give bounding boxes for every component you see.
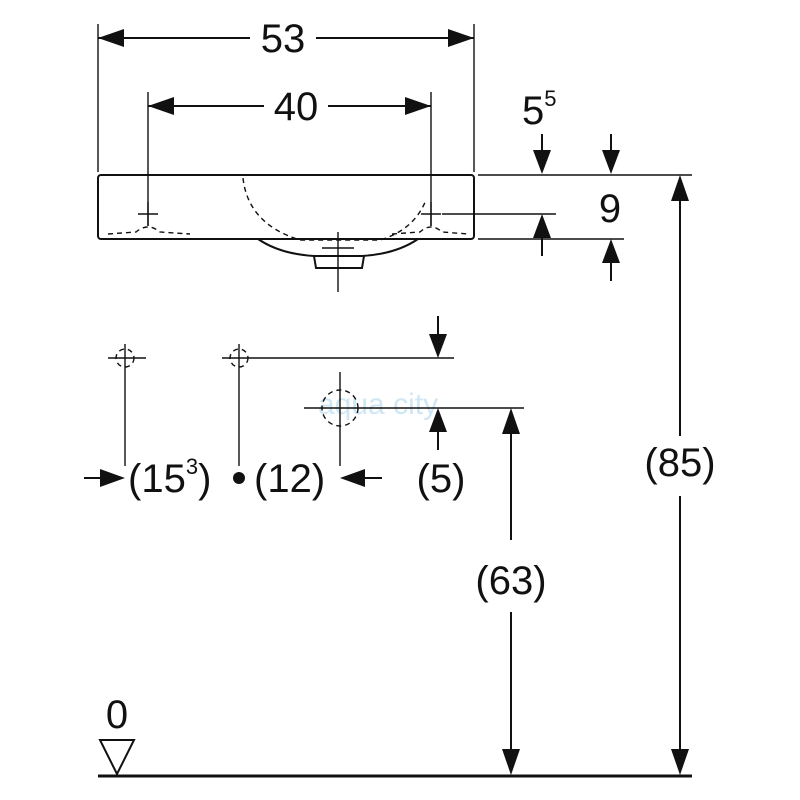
- arrowhead-right: [100, 469, 125, 487]
- top-offset-label: 55: [522, 86, 557, 133]
- dimension-horizontal-offsets: (153) (12): [84, 454, 382, 501]
- left-offset-close: ): [198, 457, 211, 501]
- arrowhead-right: [448, 29, 474, 47]
- tap-spacing-label: 40: [274, 85, 319, 129]
- arrowhead-down: [502, 749, 520, 775]
- right-offset-label: (12): [254, 457, 325, 501]
- arrowhead-left: [148, 97, 174, 115]
- top-offset-value: 5: [522, 89, 544, 133]
- level-triangle-icon: [98, 739, 136, 777]
- total-height-label: (85): [644, 441, 715, 485]
- arrowhead-down: [429, 334, 447, 358]
- reference-dot: [233, 472, 245, 484]
- floor-level-marker: 0: [98, 693, 692, 778]
- left-offset-label: (153): [128, 454, 211, 501]
- watermark-text: aqua city: [318, 388, 438, 421]
- waste-height-label: (63): [475, 559, 546, 603]
- arrowhead-up: [502, 408, 520, 434]
- washbasin-side-view: [97, 174, 475, 292]
- dimension-tap-spacing: 40: [147, 85, 432, 226]
- left-offset-superscript: 3: [186, 454, 198, 479]
- rim-height-label: 9: [599, 187, 621, 231]
- supply-markers: (5): [108, 316, 524, 501]
- arrowhead-down: [533, 150, 551, 174]
- left-offset-value: (15: [128, 457, 186, 501]
- arrowhead-right: [405, 97, 431, 115]
- top-offset-superscript: 5: [544, 86, 556, 111]
- floor-level-label: 0: [106, 693, 128, 737]
- overall-width-label: 53: [261, 17, 306, 61]
- arrowhead-up: [533, 214, 551, 238]
- trap-offset-label: (5): [417, 457, 466, 501]
- arrowhead-down: [602, 150, 620, 174]
- arrowhead-up: [429, 408, 447, 432]
- arrowhead-up: [602, 239, 620, 263]
- arrowhead-left: [340, 469, 365, 487]
- dimension-overall-width: 53: [97, 17, 475, 172]
- dimension-top-offset: 55 9: [442, 86, 692, 281]
- dimension-total-height: (85): [644, 175, 716, 775]
- dimension-waste-height: (63): [475, 408, 547, 775]
- arrowhead-left: [98, 29, 124, 47]
- arrowhead-down: [671, 749, 689, 775]
- arrowhead-up: [671, 175, 689, 201]
